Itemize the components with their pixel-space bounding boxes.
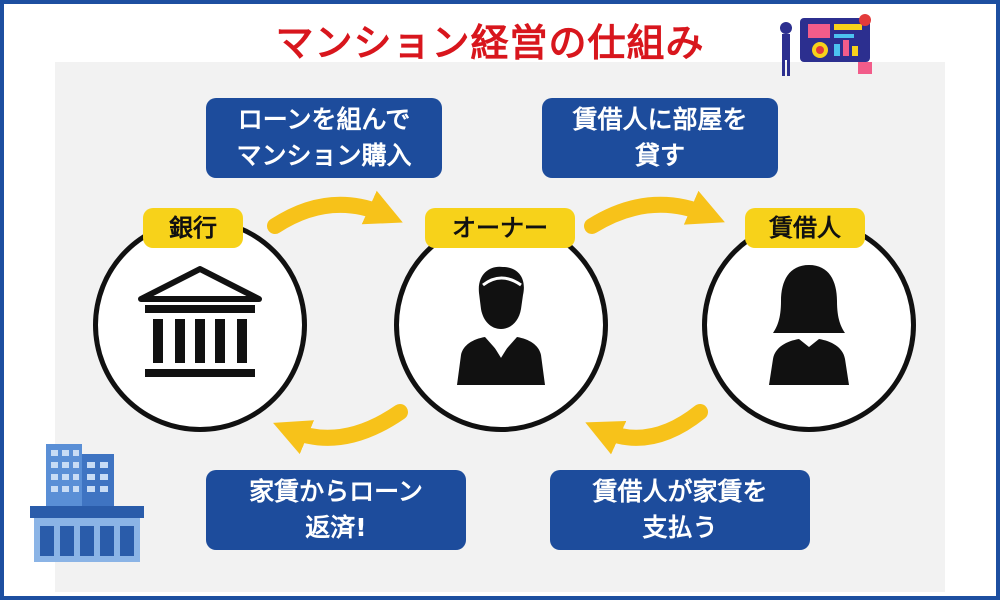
arrow-owner-to-tenant xyxy=(584,190,725,234)
bank-icon xyxy=(138,266,262,377)
note-loan-purchase: ローンを組んで マンション購入 xyxy=(206,98,442,178)
building-illustration xyxy=(30,444,144,562)
bank-label: 銀行 xyxy=(143,208,243,248)
page-title: マンション経営の仕組み xyxy=(275,21,705,65)
arrow-tenant-to-owner xyxy=(585,404,708,455)
tenant-node xyxy=(702,218,916,432)
owner-label: オーナー xyxy=(425,208,575,248)
man-icon xyxy=(457,266,545,385)
note-pay-rent: 賃借人が家賃を 支払う xyxy=(550,470,810,550)
dashboard-illustration xyxy=(780,14,872,76)
bank-node xyxy=(93,218,307,432)
note-rent-room: 賃借人に部屋を 貸す xyxy=(542,98,778,178)
arrow-owner-to-bank xyxy=(273,404,408,455)
arrow-bank-to-owner xyxy=(267,190,403,234)
owner-node xyxy=(394,218,608,432)
note-repay-loan: 家賃からローン 返済! xyxy=(206,470,466,550)
tenant-label: 賃借人 xyxy=(745,208,865,248)
woman-icon xyxy=(769,265,849,385)
